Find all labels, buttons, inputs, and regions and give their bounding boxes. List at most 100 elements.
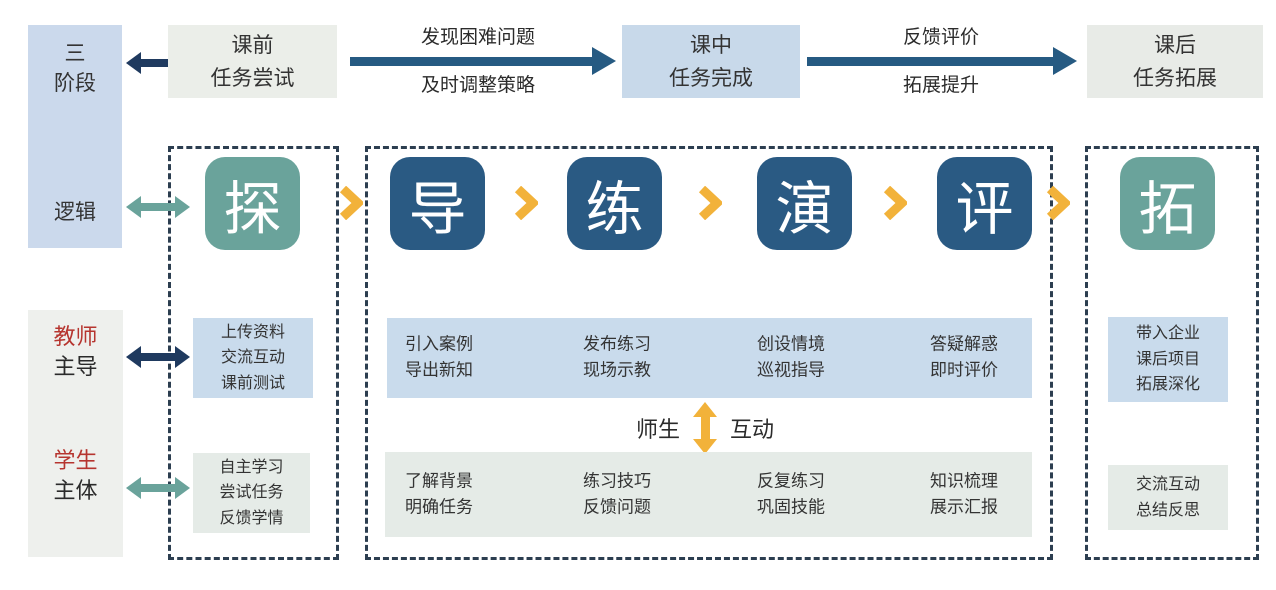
logic-step-extend: 拓: [1120, 157, 1215, 250]
double-arrow-vertical-icon: [693, 401, 717, 454]
arrow2-bottom-label: 拓展提升: [902, 75, 979, 96]
post-class-line2: 任务拓展: [1133, 65, 1217, 90]
three-stages-label: 三 阶段: [28, 38, 122, 99]
student-activities-band: 了解背景 明确任务 练习技巧 反馈问题 反复练习 巩固技能 知识梳理 展示汇报: [385, 452, 1032, 537]
cell-line: 发布练习: [583, 334, 651, 354]
arrow-head-right: [592, 47, 616, 75]
pre-stage-teacher-tasks: 上传资料 交流互动 课前测试: [193, 318, 313, 398]
logic-step-practice: 练: [567, 157, 662, 250]
teacher-cell-practice: 发布练习 现场示教: [583, 332, 651, 385]
double-arrow-student-icon: [126, 477, 190, 499]
task-line: 拓展深化: [1135, 376, 1200, 394]
post-stage-student-tasks: 交流互动 总结反思: [1108, 465, 1228, 530]
task-line: 带入企业: [1135, 325, 1200, 343]
student-label-line2: 主体: [53, 477, 98, 503]
teacher-cell-evaluate: 答疑解惑 即时评价: [930, 332, 998, 385]
arrow-head-right: [175, 477, 190, 499]
arrow-head-left: [126, 477, 141, 499]
cell-line: 了解背景: [405, 471, 473, 491]
double-arrow-teacher-icon: [126, 346, 190, 368]
task-line: 交流互动: [1135, 475, 1200, 493]
teacher-label-line2: 主导: [53, 353, 98, 379]
teacher-role-label: 教师 主导: [28, 322, 123, 381]
chevron-right-icon: [883, 186, 907, 220]
arrow-head-down: [693, 438, 717, 454]
arrow2-top-label: 反馈评价: [902, 27, 979, 48]
logic-label: 逻辑: [54, 200, 96, 224]
chevron-right-icon: [1046, 186, 1070, 220]
arrow-head-right: [175, 346, 190, 368]
cell-line: 答疑解惑: [930, 334, 998, 354]
teacher-cell-perform: 创设情境 巡视指导: [757, 332, 825, 385]
cell-line: 巩固技能: [757, 497, 825, 517]
arrow-pre-to-in-icon: [350, 47, 616, 75]
three-stages-line1: 三: [64, 41, 86, 65]
interaction-group: 师生 互动: [585, 400, 825, 455]
three-stages-line2: 阶段: [54, 71, 96, 96]
logic-step-guide: 导: [390, 157, 485, 250]
student-cell-perform: 反复练习 巩固技能: [757, 468, 825, 521]
pre-stage-student-tasks: 自主学习 尝试任务 反馈学情: [193, 453, 310, 533]
task-line: 总结反思: [1135, 501, 1200, 519]
logic-step-explore: 探: [205, 157, 300, 250]
arrow-head-left: [126, 196, 141, 218]
cell-line: 现场示教: [583, 361, 651, 380]
arrow-head-right: [1053, 47, 1077, 75]
arrow-in-to-post-icon: [807, 47, 1077, 75]
chevron-right-icon: [514, 186, 538, 220]
student-label-line1: 学生: [53, 448, 98, 473]
post-stage-dashed-box: [1085, 146, 1259, 560]
post-class-task-box: 课后 任务拓展: [1087, 25, 1263, 98]
arrow1-top-label: 发现困难问题: [420, 27, 535, 48]
arrow-bar: [141, 484, 175, 492]
task-line: 尝试任务: [219, 484, 284, 502]
student-role-label: 学生 主体: [28, 446, 123, 505]
cell-line: 即时评价: [930, 361, 998, 380]
interaction-left-label: 师生: [635, 416, 680, 442]
in-stage-dashed-box: [365, 146, 1053, 560]
cell-line: 反复练习: [757, 471, 825, 491]
arrow-bar: [141, 203, 175, 211]
cell-line: 创设情境: [757, 334, 825, 354]
teacher-activities-band: 引入案例 导出新知 发布练习 现场示教 创设情境 巡视指导 答疑解惑 即时评价: [387, 318, 1032, 398]
stage-column-box: 三 阶段 逻辑: [28, 25, 122, 248]
cell-line: 引入案例: [405, 334, 473, 354]
arrow-bar: [141, 59, 175, 67]
post-class-line1: 课后: [1154, 32, 1196, 57]
pre-class-line1: 课前: [231, 32, 274, 57]
task-line: 交流互动: [220, 349, 285, 367]
task-line: 反馈学情: [219, 509, 284, 527]
cell-line: 巡视指导: [757, 361, 825, 380]
arrow-bar: [350, 56, 592, 66]
pre-class-line2: 任务尝试: [210, 65, 295, 90]
arrow-head-left: [126, 52, 141, 74]
chevron-right-icon: [698, 186, 722, 220]
arrow-head-right: [175, 196, 190, 218]
cell-line: 练习技巧: [583, 471, 651, 491]
logic-step-perform: 演: [757, 157, 852, 250]
in-class-line2: 任务完成: [669, 65, 753, 90]
task-line: 课后项目: [1135, 350, 1200, 368]
roles-panel: 教师 主导 学生 主体: [28, 310, 123, 557]
in-class-line1: 课中: [690, 32, 732, 57]
arrow-bar: [700, 416, 710, 439]
cell-line: 导出新知: [405, 361, 473, 380]
teacher-cell-guide: 引入案例 导出新知: [405, 332, 473, 385]
cell-line: 反馈问题: [583, 497, 651, 517]
student-cell-guide: 了解背景 明确任务: [405, 468, 473, 521]
teacher-label-line1: 教师: [53, 324, 98, 349]
chevron-right-icon: [339, 186, 363, 220]
task-line: 自主学习: [219, 458, 284, 476]
cell-line: 展示汇报: [930, 497, 998, 517]
arrow-bar: [807, 56, 1053, 66]
task-line: 上传资料: [220, 323, 285, 341]
post-stage-teacher-tasks: 带入企业 课后项目 拓展深化: [1108, 317, 1228, 402]
arrow-head-up: [693, 401, 717, 417]
student-cell-evaluate: 知识梳理 展示汇报: [930, 468, 998, 521]
cell-line: 明确任务: [405, 497, 473, 517]
student-cell-practice: 练习技巧 反馈问题: [583, 468, 651, 521]
double-arrow-logic-icon: [126, 196, 190, 218]
in-class-task-box: 课中 任务完成: [622, 25, 800, 98]
pre-class-task-box: 课前 任务尝试: [168, 25, 337, 98]
